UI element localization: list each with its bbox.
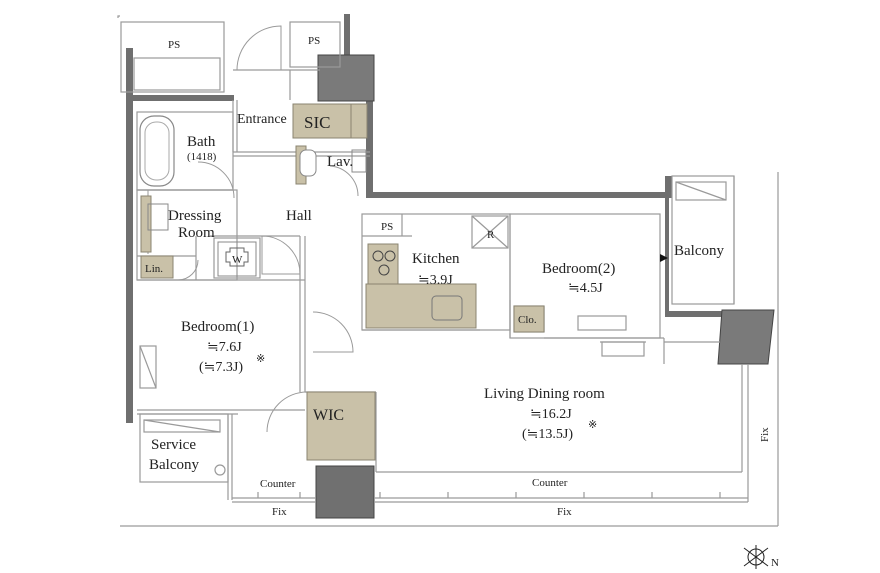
structural-column-right xyxy=(717,309,775,365)
label-balcony: Balcony xyxy=(674,243,724,259)
lav-sink xyxy=(351,149,367,173)
sic-storage-fill xyxy=(292,103,352,139)
stove-burners xyxy=(372,250,396,276)
label-service-line2: Balcony xyxy=(149,457,199,473)
kitchen-stove-fill xyxy=(367,243,399,285)
clo-storage-fill xyxy=(513,305,545,333)
exterior-walls xyxy=(126,14,727,423)
label-living: Living Dining room xyxy=(484,386,605,402)
label-counter-left: Counter xyxy=(260,478,296,490)
label-w: W xyxy=(232,254,243,266)
label-fix-bottom: Fix xyxy=(557,506,572,518)
washer xyxy=(217,241,257,277)
label-counter-right: Counter xyxy=(532,477,568,489)
dressing-cabinet-fill xyxy=(140,195,152,253)
kitchen-counter-fill xyxy=(365,283,477,329)
label-dressing-line1: Dressing xyxy=(168,208,222,224)
label-fix-right: Fix xyxy=(759,427,771,442)
wic-storage-fill xyxy=(306,391,376,461)
compass-icon xyxy=(743,545,769,569)
label-lav: Lav. xyxy=(327,154,353,170)
lin-storage-fill xyxy=(140,255,174,279)
label-living-area-alt: (≒13.5J) xyxy=(522,427,573,442)
label-service-line1: Service xyxy=(151,437,196,453)
structural-column-bottom xyxy=(315,465,375,519)
label-bedroom2-area: ≒4.5J xyxy=(568,281,603,296)
kitchen-sink xyxy=(431,295,463,321)
label-kitchen-area: ≒3.9J xyxy=(418,273,453,288)
label-clo: Clo. xyxy=(518,314,537,326)
label-r: R xyxy=(487,229,495,241)
label-living-area: ≒16.2J xyxy=(530,407,572,422)
label-bedroom1-area-alt: (≒7.3J) xyxy=(199,360,243,375)
label-lin: Lin. xyxy=(145,263,163,275)
label-ps-top-mid: PS xyxy=(308,35,320,47)
label-ps-kitchen: PS xyxy=(381,221,393,233)
label-ps-top-left: PS xyxy=(168,39,180,51)
balcony-arrow xyxy=(660,254,668,262)
label-dressing-line2: Room xyxy=(178,225,215,241)
label-living-mark: ※ xyxy=(588,419,597,431)
label-sic: SIC xyxy=(304,113,330,132)
label-bedroom1: Bedroom(1) xyxy=(181,319,254,335)
dressing-sink xyxy=(147,203,169,231)
label-bedroom1-area: ≒7.6J xyxy=(207,340,242,355)
label-bedroom2: Bedroom(2) xyxy=(542,261,615,277)
label-kitchen: Kitchen xyxy=(412,251,460,267)
sic-shelf xyxy=(350,103,368,139)
toilet xyxy=(299,149,317,177)
structural-column-top xyxy=(317,54,375,102)
label-hall: Hall xyxy=(286,208,312,224)
label-compass-n: N xyxy=(771,557,779,569)
label-bath-size: (1418) xyxy=(187,151,217,163)
interior-lines xyxy=(117,15,779,527)
label-bath: Bath xyxy=(187,134,216,150)
label-wic: WIC xyxy=(313,407,344,424)
label-entrance: Entrance xyxy=(237,112,287,127)
label-fix-left: Fix xyxy=(272,506,287,518)
bathtub xyxy=(139,115,175,187)
label-bedroom1-mark: ※ xyxy=(256,353,265,365)
